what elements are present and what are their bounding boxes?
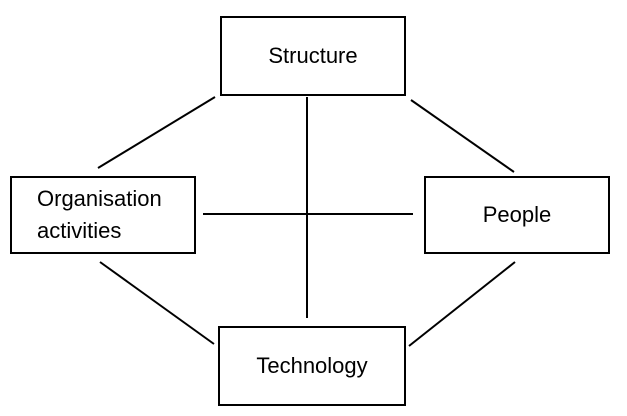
connector-people-technology [408, 261, 516, 347]
node-structure: Structure [220, 16, 406, 96]
connector-organisation-technology [99, 261, 215, 345]
node-organisation-activities: Organisation activities [10, 176, 196, 254]
node-technology-label: Technology [256, 353, 368, 379]
node-people-label: People [482, 202, 552, 228]
node-people: People [424, 176, 610, 254]
connector-structure-organisation [97, 96, 216, 169]
node-organisation-activities-label: Organisation activities [37, 186, 162, 243]
connector-structure-people [410, 99, 515, 173]
node-technology: Technology [218, 326, 406, 406]
node-structure-label: Structure [268, 43, 358, 69]
